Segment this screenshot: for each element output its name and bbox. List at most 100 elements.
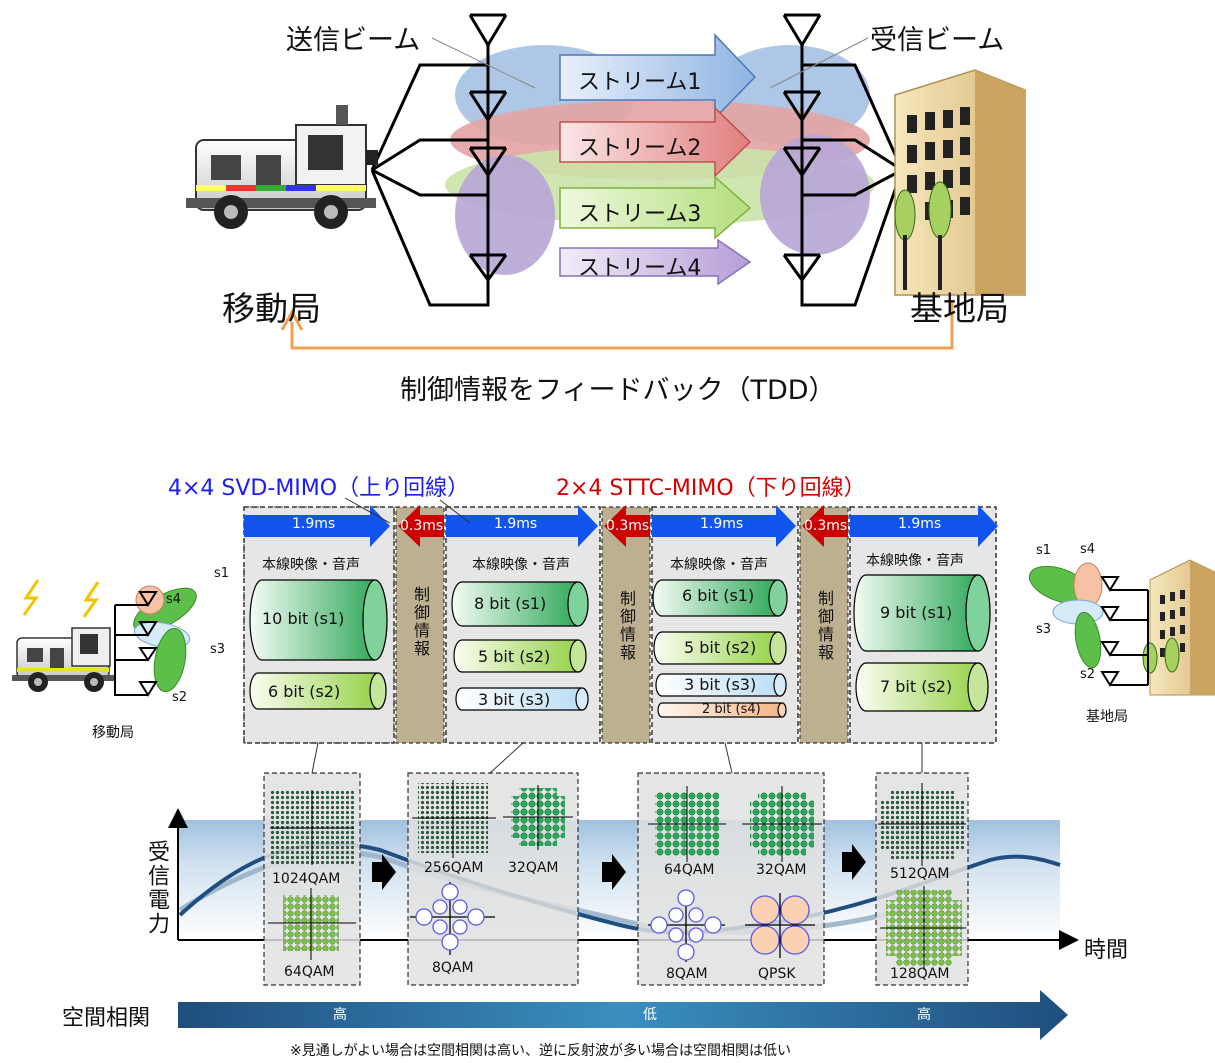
bottom-timeline-diagram bbox=[12, 497, 1215, 1040]
uplink-title: 4×4 SVD-MIMO（上り回線） bbox=[168, 476, 470, 501]
connector-1 bbox=[311, 742, 319, 774]
slot1-stream1: 10 bit (s1) bbox=[262, 609, 345, 628]
tx-tag-s4: s4 bbox=[166, 592, 182, 607]
constellation-128qam bbox=[880, 886, 966, 970]
constellation-256qam bbox=[412, 780, 496, 858]
slot2-duration-arrow bbox=[446, 505, 598, 547]
base-antenna-array bbox=[1028, 562, 1149, 687]
slot1-cylinders bbox=[249, 579, 388, 710]
top-mimo-diagram bbox=[186, 13, 1026, 350]
slot4-duration-arrow bbox=[850, 505, 998, 547]
control-info-1: 制御情報 bbox=[411, 586, 430, 658]
feedback-label: 制御情報をフィードバック（TDD） bbox=[400, 375, 836, 406]
constellation-512qam bbox=[878, 783, 966, 866]
gap3-duration-arrow bbox=[802, 505, 848, 547]
connector-3 bbox=[724, 742, 733, 774]
constellation-32qam-2 bbox=[742, 786, 822, 862]
step-arrow-3 bbox=[842, 844, 866, 880]
base-station-building-small-icon bbox=[1142, 559, 1215, 696]
slot4-heading: 本線映像・音声 bbox=[866, 553, 964, 569]
tx-tag-s2: s2 bbox=[172, 690, 188, 705]
slot4-duration: 1.9ms bbox=[898, 516, 942, 532]
base-station-label: 基地局 bbox=[910, 289, 1009, 328]
slot3-cylinders bbox=[652, 579, 788, 718]
slot2-stream3: 3 bit (s3) bbox=[478, 690, 551, 709]
rx-beam-label: 受信ビーム bbox=[870, 25, 1005, 56]
mod-qpsk: QPSK bbox=[758, 966, 796, 982]
mod-8qam-1: 8QAM bbox=[432, 960, 474, 976]
rx-tag-s4: s4 bbox=[1080, 542, 1096, 557]
constellation-64qam-2 bbox=[648, 786, 726, 862]
beam-stream4-left bbox=[455, 155, 555, 275]
stream1-arrow bbox=[559, 33, 757, 120]
rx-antennas bbox=[782, 13, 822, 283]
gap1-duration: 0.3ms bbox=[400, 518, 444, 534]
time-axis-label: 時間 bbox=[1084, 938, 1129, 963]
tx-beam-pointer bbox=[431, 37, 536, 89]
gap3-duration: 0.3ms bbox=[804, 518, 848, 534]
stream3-arrow bbox=[559, 175, 752, 240]
feedback-arrow bbox=[290, 300, 954, 350]
slot2-cylinders bbox=[451, 581, 589, 711]
mod-512qam: 512QAM bbox=[890, 866, 950, 882]
mobile-antenna-array bbox=[114, 585, 197, 697]
mod-1024qam: 1024QAM bbox=[272, 871, 341, 887]
rx-tag-s2: s2 bbox=[1080, 667, 1096, 682]
slot4-stream2: 7 bit (s2) bbox=[880, 677, 953, 696]
mod-32qam-2: 32QAM bbox=[756, 862, 807, 878]
mobile-station-truck-small-icon bbox=[12, 579, 116, 692]
constellation-qpsk bbox=[745, 893, 815, 958]
mobile-station-label: 移動局 bbox=[222, 289, 321, 328]
received-power-axis-label: 受信電力 bbox=[144, 840, 169, 936]
mod-8qam-2: 8QAM bbox=[666, 966, 708, 982]
mobile-station-small-label: 移動局 bbox=[92, 725, 134, 741]
feedback-arrowhead bbox=[280, 308, 304, 331]
mod-64qam-2: 64QAM bbox=[664, 862, 715, 878]
rx-tag-s3: s3 bbox=[1036, 622, 1052, 637]
tx-beam-label: 送信ビーム bbox=[286, 25, 421, 56]
spatial-corr-high-2: 高 bbox=[917, 1007, 931, 1023]
rx-tag-s1: s1 bbox=[1036, 543, 1052, 558]
stream3-label: ストリーム3 bbox=[578, 202, 702, 227]
tx-tag-s3: s3 bbox=[210, 642, 226, 657]
slot2-stream2: 5 bit (s2) bbox=[478, 647, 551, 666]
slot1-heading: 本線映像・音声 bbox=[262, 557, 360, 573]
spatial-corr-high-1: 高 bbox=[333, 1007, 347, 1023]
slot3-heading: 本線映像・音声 bbox=[670, 557, 768, 573]
mod-64qam-1: 64QAM bbox=[284, 964, 335, 980]
tx-tag-s1: s1 bbox=[214, 566, 230, 581]
spatial-correlation-arrow bbox=[178, 990, 1068, 1040]
spatial-corr-low: 低 bbox=[643, 1007, 657, 1023]
stream4-arrow bbox=[559, 238, 752, 286]
slot3-duration-arrow bbox=[652, 505, 796, 547]
slot2-duration: 1.9ms bbox=[494, 516, 538, 532]
slot3-stream3: 3 bit (s3) bbox=[684, 675, 757, 694]
footnote: ※見通しがよい場合は空間相関は高い、逆に反射波が多い場合は空間相関は低い bbox=[290, 1043, 792, 1059]
uplink-pointer-2 bbox=[439, 499, 471, 524]
slot2-stream1: 8 bit (s1) bbox=[474, 594, 547, 613]
tx-antennas bbox=[468, 13, 508, 283]
constellation-8qam-2 bbox=[648, 889, 725, 962]
constellation-8qam-1 bbox=[410, 882, 495, 955]
constellation-1024qam bbox=[270, 790, 354, 865]
slot3-stream4: 2 bit (s4) bbox=[702, 702, 761, 717]
gap1-duration-arrow bbox=[398, 505, 444, 547]
mobile-station-truck-icon bbox=[186, 105, 378, 229]
control-info-2: 制御情報 bbox=[617, 590, 636, 662]
slot3-stream1: 6 bit (s1) bbox=[682, 586, 755, 605]
slot1-duration-arrow bbox=[244, 505, 390, 547]
slot3-stream2: 5 bit (s2) bbox=[684, 638, 757, 657]
mod-32qam-1: 32QAM bbox=[508, 860, 559, 876]
gap2-duration: 0.3ms bbox=[606, 518, 650, 534]
slot3-duration: 1.9ms bbox=[700, 516, 744, 532]
slot1-stream2: 6 bit (s2) bbox=[268, 682, 341, 701]
rx-beam-pointer bbox=[769, 37, 869, 89]
slot2-heading: 本線映像・音声 bbox=[472, 557, 570, 573]
uplink-pointer bbox=[344, 497, 391, 524]
slot1-duration: 1.9ms bbox=[292, 516, 336, 532]
downlink-title: 2×4 STTC-MIMO（下り回線） bbox=[556, 476, 866, 501]
stream2-arrow bbox=[559, 106, 752, 178]
slot4-stream1: 9 bit (s1) bbox=[880, 603, 953, 622]
mod-128qam: 128QAM bbox=[890, 966, 950, 982]
